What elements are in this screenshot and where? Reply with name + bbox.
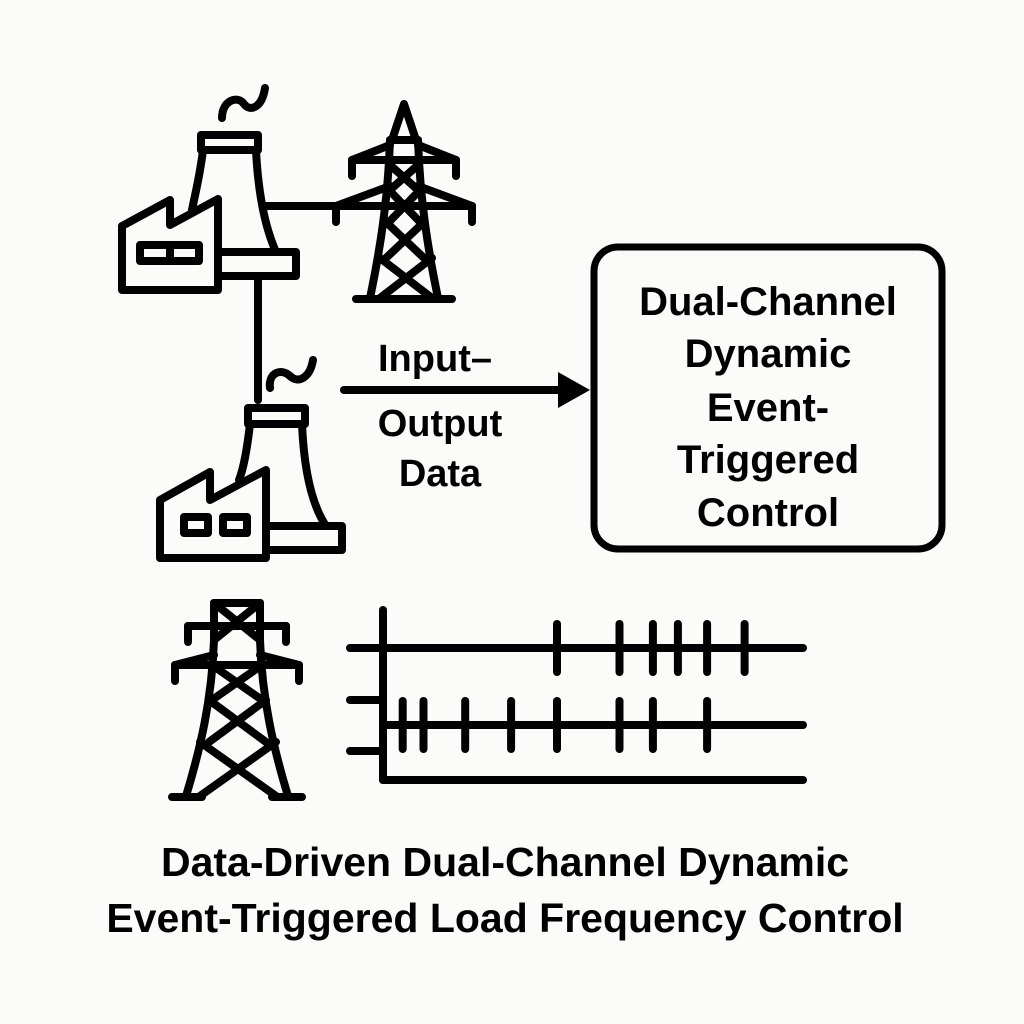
smoke-icon: [218, 84, 269, 122]
controller-box: [590, 243, 946, 553]
diagram-title-line-2: Event-Triggered Load Frequency Control: [106, 895, 904, 941]
power-plant-top-icon: [118, 84, 300, 294]
arrow-right-icon: [340, 372, 590, 408]
power-plant-bottom-icon: [156, 356, 346, 562]
diagram-title-line-1: Data-Driven Dual-Channel Dynamic: [160, 839, 850, 885]
arrow-label-line-1: Input–: [378, 338, 492, 380]
arrow-label-line-2: Output: [377, 403, 503, 445]
controller-label-line-4: Triggered: [676, 438, 860, 482]
smoke-icon: [265, 356, 317, 392]
controller-label-line-5: Control: [696, 491, 840, 535]
event-trigger-timeline-icon: [346, 606, 807, 784]
controller-label-line-2: Dynamic: [684, 332, 852, 376]
transmission-tower-top-icon: [332, 100, 476, 303]
controller-label-line-1: Dual-Channel: [639, 280, 897, 324]
transmission-tower-bottom-icon: [168, 599, 306, 801]
arrow-label-line-3: Data: [398, 453, 482, 495]
controller-label-line-3: Event-: [706, 386, 830, 430]
